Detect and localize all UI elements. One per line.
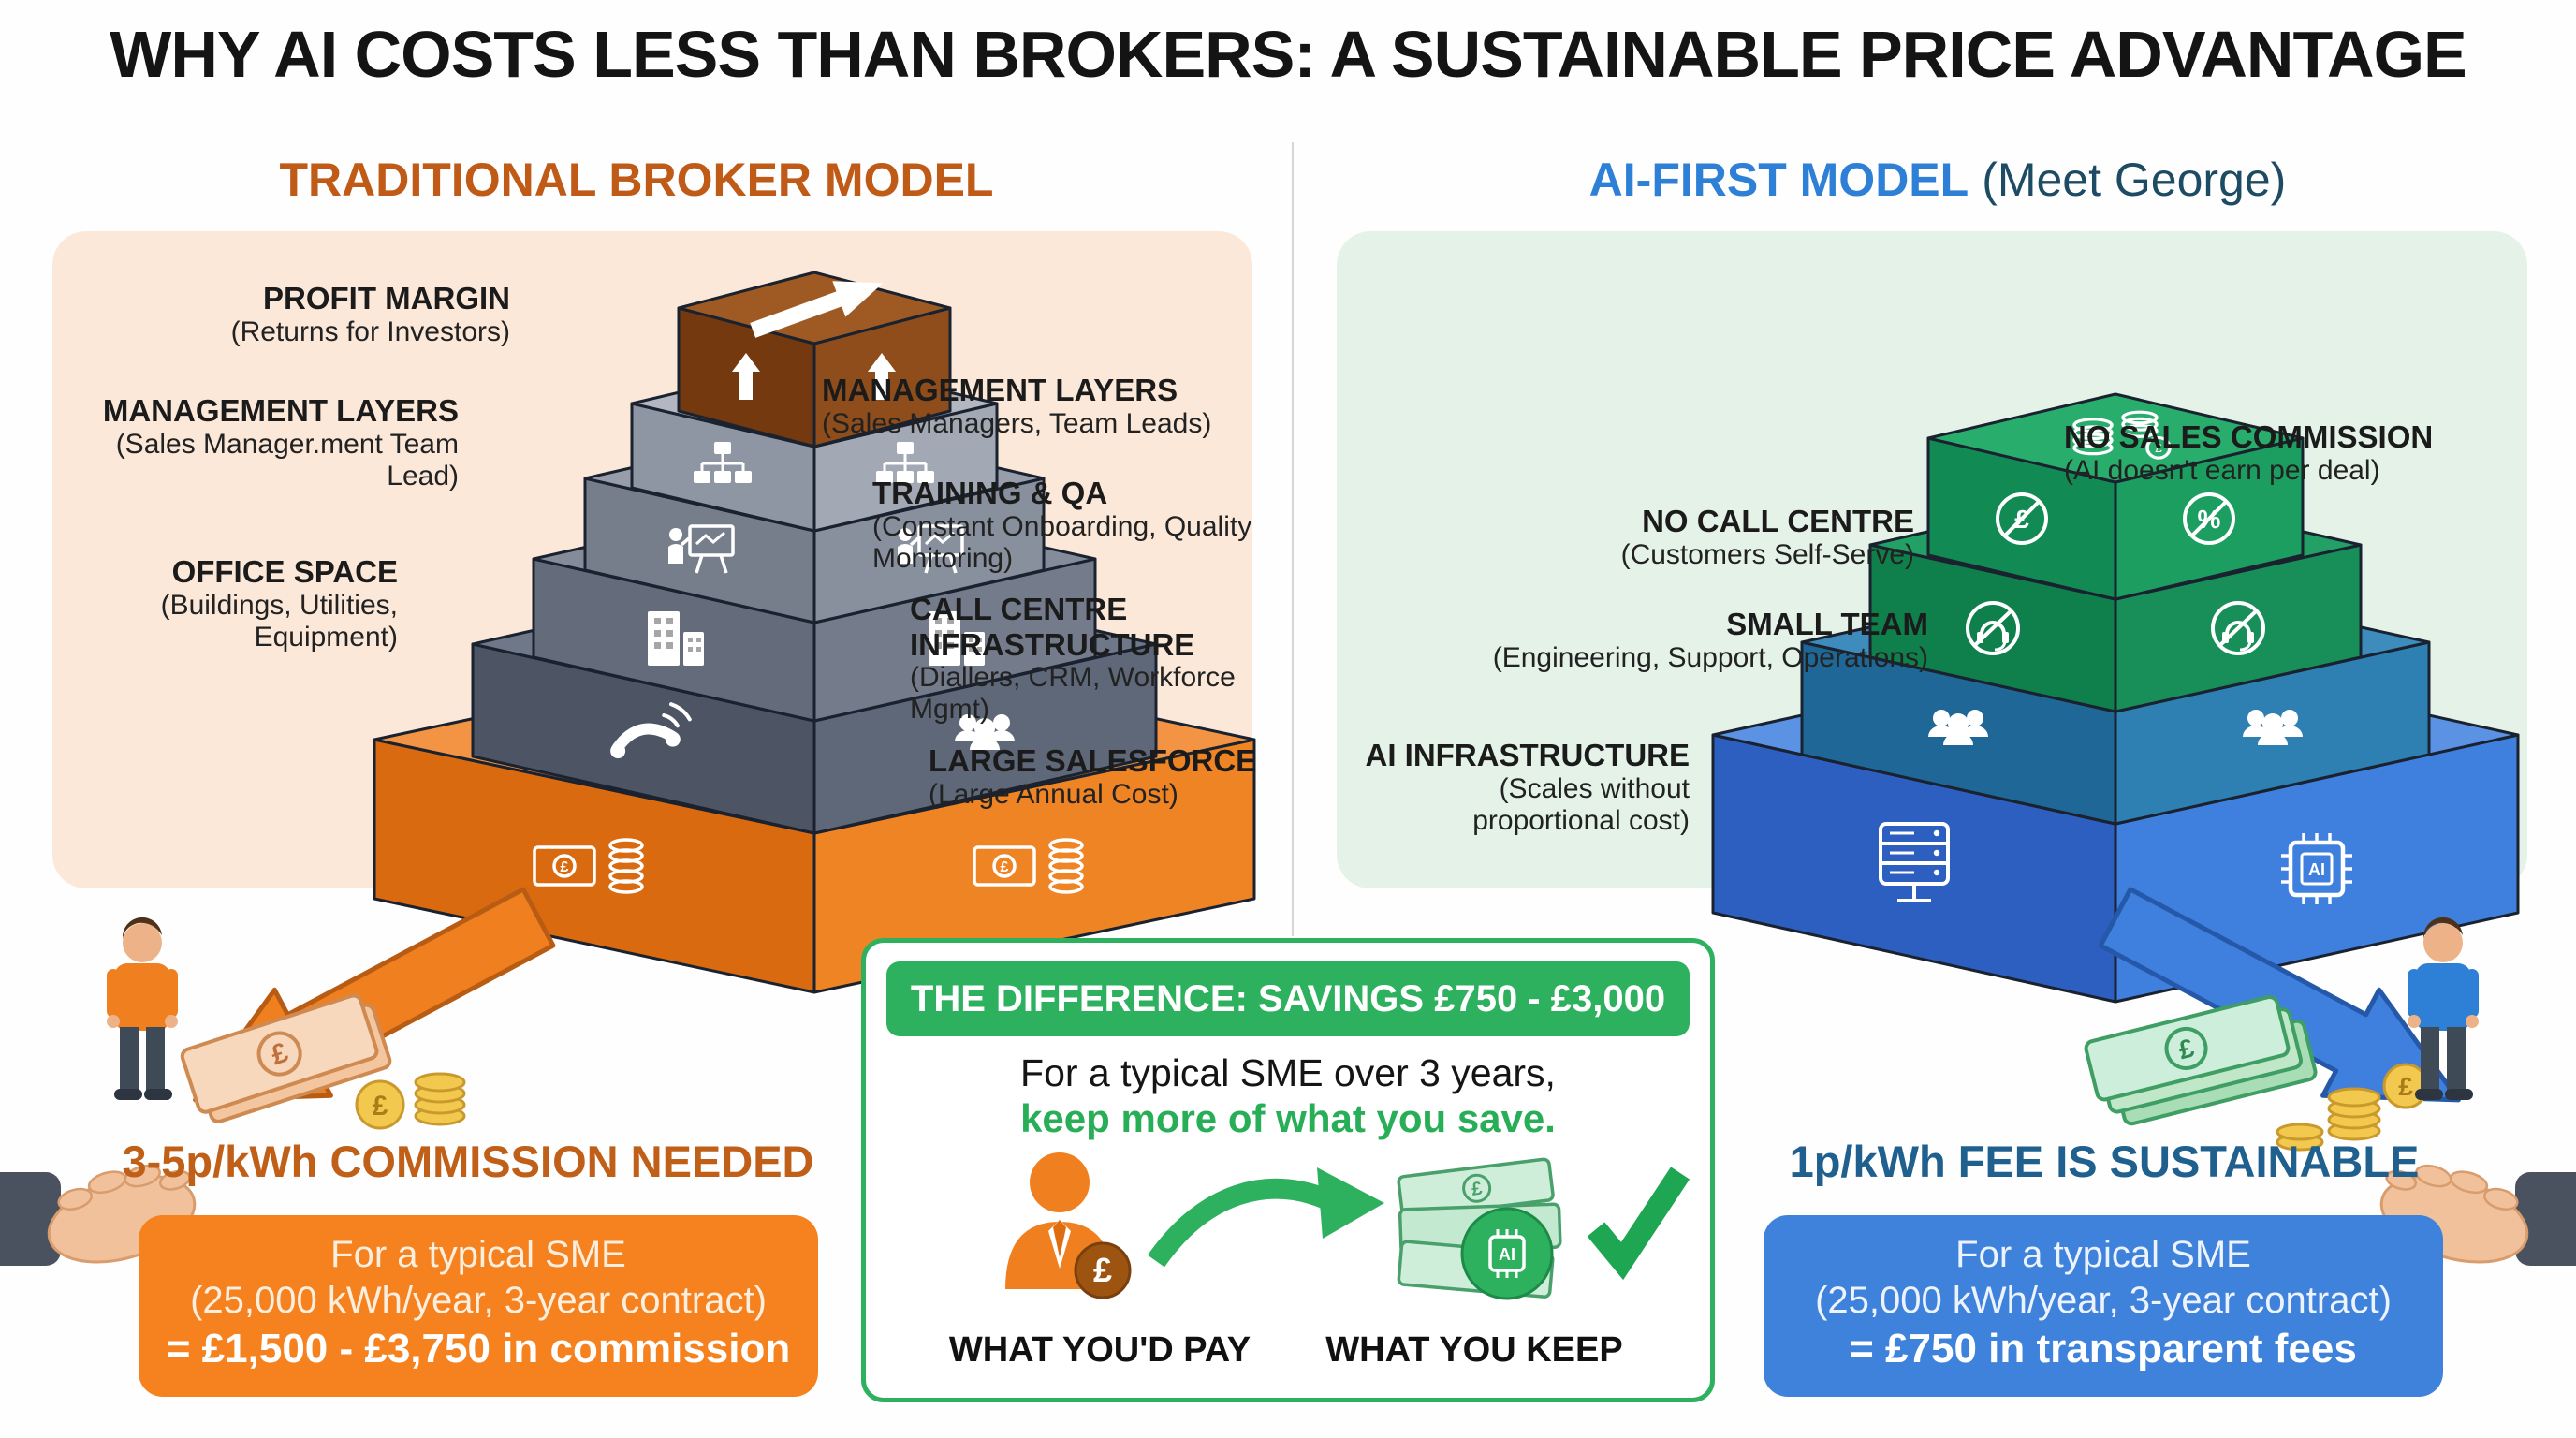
label-profit-margin: PROFIT MARGIN (Returns for Investors) bbox=[103, 281, 510, 348]
pound-icon-glyph: £ bbox=[1471, 1179, 1484, 1200]
broker-cash-icon: £ £ bbox=[180, 993, 466, 1130]
ai-heading: AI-FIRST MODEL(Meet George) bbox=[1507, 153, 2368, 207]
label-sub: (Sales Manager.ment Team Lead) bbox=[115, 428, 459, 492]
label-sub: (Sales Managers, Team Leads) bbox=[822, 407, 1212, 439]
panel-divider bbox=[1292, 142, 1294, 936]
label-sub: (Diallers, CRM, Workforce Mgmt) bbox=[910, 662, 1236, 726]
broker-customer-figure bbox=[107, 917, 178, 1100]
label-no-call-centre: NO CALL CENTRE (Customers Self-Serve) bbox=[1446, 504, 1914, 571]
label-no-sales-commission: NO SALES COMMISSION (AI doesn't earn per… bbox=[2064, 419, 2569, 487]
broker-commission-heading: 3-5p/kWh COMMISSION NEEDED bbox=[122, 1137, 814, 1186]
label-title: NO CALL CENTRE bbox=[1642, 504, 1914, 538]
label-office-space: OFFICE SPACE (Buildings, Utilities, Equi… bbox=[89, 554, 398, 653]
label-title: OFFICE SPACE bbox=[171, 554, 398, 589]
keep-label: WHAT YOU KEEP bbox=[1325, 1330, 1623, 1370]
broker-commission-box: For a typical SME (25,000 kWh/year, 3-ye… bbox=[139, 1215, 818, 1397]
savings-arrow-icon bbox=[1148, 1167, 1384, 1268]
label-small-team: SMALL TEAM (Engineering, Support, Operat… bbox=[1488, 607, 1928, 674]
label-title: SMALL TEAM bbox=[1726, 607, 1928, 641]
savings-line2: keep more of what you save. bbox=[1020, 1096, 1556, 1140]
pay-person-icon: £ bbox=[1005, 1152, 1132, 1299]
label-title: NO SALES COMMISSION bbox=[2064, 419, 2434, 454]
ai-heading-note: (Meet George) bbox=[1982, 154, 2287, 206]
label-management-left: MANAGEMENT LAYERS (Sales Manager.ment Te… bbox=[66, 393, 459, 492]
savings-card: THE DIFFERENCE: SAVINGS £750 - £3,000 Fo… bbox=[861, 938, 1715, 1402]
savings-banner: THE DIFFERENCE: SAVINGS £750 - £3,000 bbox=[886, 961, 1690, 1036]
savings-illustration: £ £ AI bbox=[1005, 1152, 1690, 1300]
label-sub: (Scales without proportional cost) bbox=[1472, 772, 1690, 836]
label-title: LARGE SALESFORCE bbox=[929, 743, 1257, 778]
box-line: = £750 in transparent fees bbox=[1850, 1325, 2357, 1372]
ai-chip-glyph: AI bbox=[1499, 1245, 1515, 1264]
label-title: MANAGEMENT LAYERS bbox=[822, 373, 1178, 407]
ai-fee-box: For a typical SME (25,000 kWh/year, 3-ye… bbox=[1764, 1215, 2443, 1397]
box-line: (25,000 kWh/year, 3-year contract) bbox=[190, 1279, 767, 1321]
box-line: For a typical SME bbox=[330, 1234, 626, 1275]
ai-customer-figure bbox=[2408, 917, 2479, 1100]
label-sub: (AI doesn't earn per deal) bbox=[2064, 454, 2380, 486]
label-title: CALL CENTRE INFRASTRUCTURE bbox=[910, 592, 1195, 662]
ai-pyramid: £ £ % bbox=[1711, 392, 2520, 1004]
label-sub: (Customers Self-Serve) bbox=[1620, 538, 1914, 570]
label-sub: (Large Annual Cost) bbox=[929, 778, 1178, 810]
pound-icon-glyph: £ bbox=[1093, 1251, 1112, 1289]
label-sub: (Returns for Investors) bbox=[230, 315, 510, 347]
ai-fee-heading: 1p/kWh FEE IS SUSTAINABLE bbox=[1789, 1137, 2420, 1186]
label-sub: (Constant Onboarding, Quality Monitoring… bbox=[872, 510, 1252, 574]
label-title: MANAGEMENT LAYERS bbox=[102, 393, 459, 428]
pound-icon-glyph: £ bbox=[2398, 1072, 2413, 1101]
keep-money-icon: £ AI bbox=[1397, 1157, 1562, 1300]
pound-icon-glyph: £ bbox=[373, 1091, 388, 1122]
label-sub: (Buildings, Utilities, Equipment) bbox=[160, 589, 398, 653]
label-sub: (Engineering, Support, Operations) bbox=[1492, 641, 1928, 673]
label-title: PROFIT MARGIN bbox=[263, 281, 510, 315]
label-title: TRAINING & QA bbox=[872, 476, 1108, 510]
ai-cash-icon: £ £ bbox=[2084, 994, 2429, 1152]
savings-line1: For a typical SME over 3 years, bbox=[1020, 1051, 1556, 1094]
broker-heading: TRADITIONAL BROKER MODEL bbox=[279, 154, 994, 206]
box-line: = £1,500 - £3,750 in commission bbox=[166, 1325, 791, 1372]
label-training-qa: TRAINING & QA (Constant Onboarding, Qual… bbox=[872, 476, 1266, 575]
pay-label: WHAT YOU'D PAY bbox=[948, 1330, 1251, 1370]
label-management-right: MANAGEMENT LAYERS (Sales Managers, Team … bbox=[822, 373, 1262, 440]
box-line: For a typical SME bbox=[1955, 1234, 2251, 1275]
page-title: WHY AI COSTS LESS THAN BROKERS: A SUSTAI… bbox=[110, 18, 2466, 91]
box-line: (25,000 kWh/year, 3-year contract) bbox=[1815, 1279, 2392, 1321]
ai-heading-bold: AI-FIRST MODEL bbox=[1588, 154, 1969, 206]
label-title: AI INFRASTRUCTURE bbox=[1365, 738, 1690, 772]
broker-pyramid: £ bbox=[373, 265, 1256, 994]
checkmark-icon bbox=[1587, 1167, 1690, 1281]
label-ai-infrastructure: AI INFRASTRUCTURE (Scales without propor… bbox=[1278, 738, 1690, 837]
label-call-centre: CALL CENTRE INFRASTRUCTURE (Diallers, CR… bbox=[910, 592, 1266, 726]
label-large-salesforce: LARGE SALESFORCE (Large Annual Cost) bbox=[929, 743, 1284, 811]
